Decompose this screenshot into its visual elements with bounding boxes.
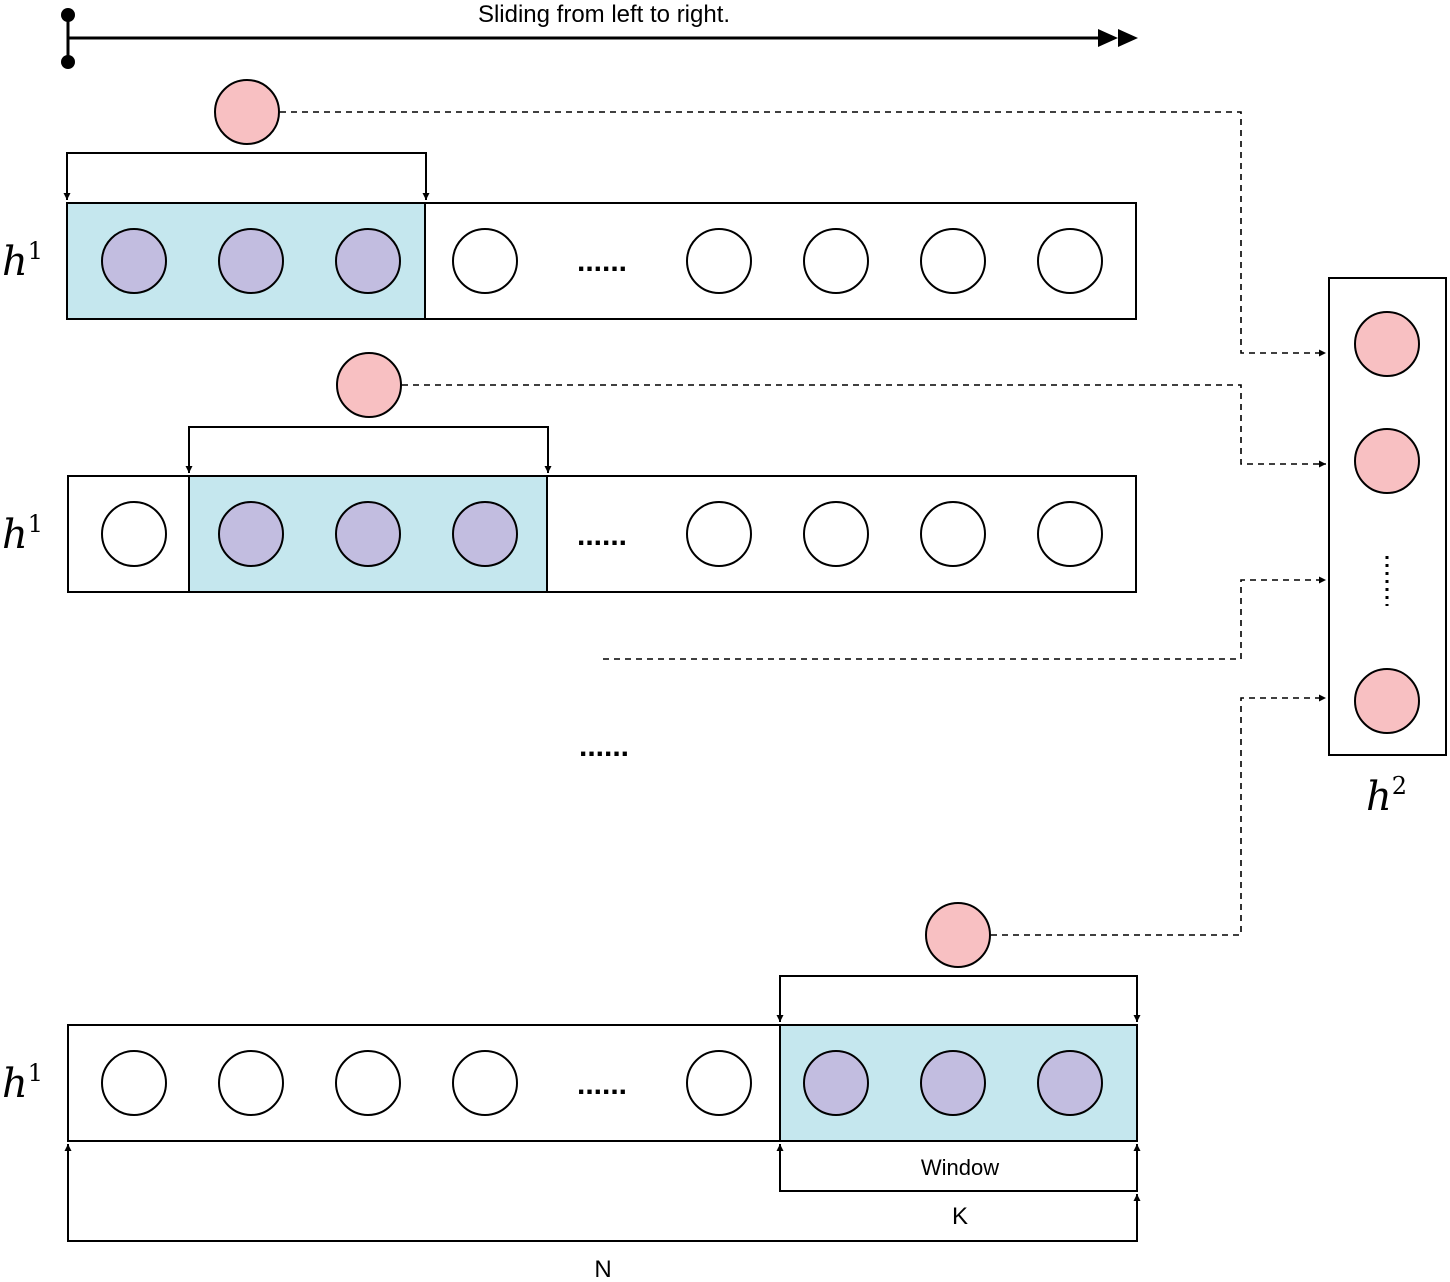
node [452, 228, 518, 294]
window-bracket [185, 426, 552, 473]
node [686, 501, 752, 567]
output-layer [1328, 277, 1447, 756]
node [686, 228, 752, 294]
window-node [920, 1050, 986, 1116]
node [101, 501, 167, 567]
node [920, 501, 986, 567]
output-node [1354, 668, 1420, 734]
row-1 [63, 79, 1137, 320]
sliding-direction-label: Sliding from left to right. [478, 1, 730, 28]
node [803, 228, 869, 294]
window-node [803, 1050, 869, 1116]
row-3-ellipsis: ...... [577, 1068, 627, 1101]
node [218, 1050, 284, 1116]
window-label: Window [921, 1155, 999, 1180]
pooled-node [336, 352, 402, 418]
node [101, 1050, 167, 1116]
window-node [1037, 1050, 1103, 1116]
row-2 [67, 352, 1137, 593]
connector-row-1 [280, 111, 1326, 357]
node [1037, 501, 1103, 567]
n-label: N [594, 1256, 611, 1282]
window-node [218, 228, 284, 294]
window-bracket [776, 975, 1141, 1022]
window-node [452, 501, 518, 567]
window-node [335, 228, 401, 294]
connectors [280, 111, 1326, 936]
window-bracket [63, 152, 430, 200]
pooled-node [925, 902, 991, 968]
sequence-length-bracket [64, 1144, 1141, 1242]
row-1-label: h1 [2, 237, 43, 285]
connector-rows-ellipsis [603, 576, 1326, 660]
connector-row-2 [402, 384, 1326, 468]
pooled-node [214, 79, 280, 145]
connector-row-3 [991, 694, 1326, 936]
node [335, 1050, 401, 1116]
rows-ellipsis: ...... [579, 730, 629, 763]
k-label: K [952, 1203, 968, 1230]
window-node [101, 228, 167, 294]
window-node [335, 501, 401, 567]
row-3-label: h1 [2, 1059, 43, 1107]
sliding-direction-arrow [61, 8, 1138, 69]
node [452, 1050, 518, 1116]
node [686, 1050, 752, 1116]
output-node [1354, 311, 1420, 377]
node [1037, 228, 1103, 294]
output-label: h2 [1366, 772, 1407, 820]
row-2-ellipsis: ...... [577, 519, 627, 552]
output-node [1354, 428, 1420, 494]
node [803, 501, 869, 567]
window-node [218, 501, 284, 567]
row-1-ellipsis: ...... [577, 245, 627, 278]
node [920, 228, 986, 294]
row-3 [64, 902, 1141, 1242]
row-2-label: h1 [2, 510, 43, 558]
